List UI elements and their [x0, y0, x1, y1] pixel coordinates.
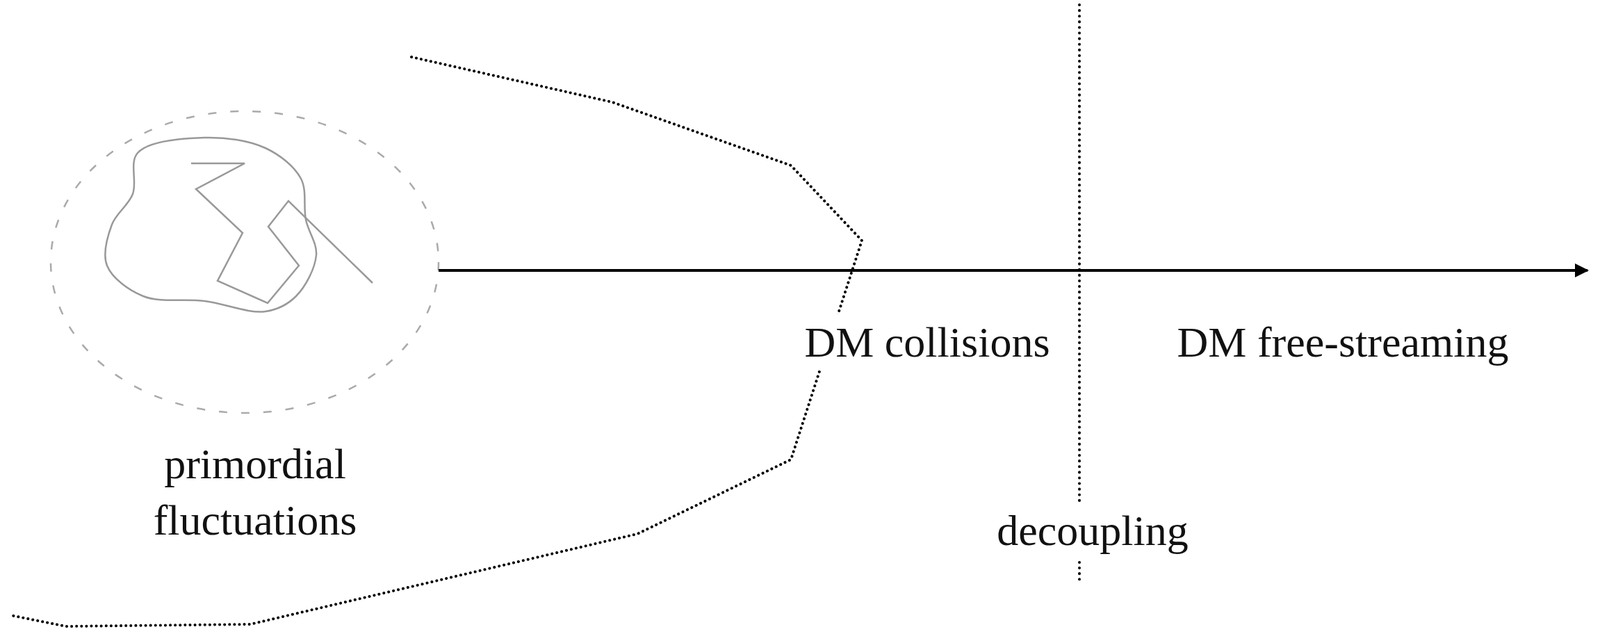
phase-label: DM free-streaming: [1173, 314, 1514, 371]
time-axis: [438, 268, 1588, 272]
random-walk: [191, 163, 373, 304]
phase-label: DM collisions: [800, 314, 1054, 371]
event-label: decoupling: [992, 502, 1193, 559]
decoupling-line: [1078, 4, 1081, 580]
period-label: primordial fluctuations: [132, 435, 378, 548]
region-outline: [50, 111, 439, 413]
horizon-boundary: [10, 56, 862, 627]
